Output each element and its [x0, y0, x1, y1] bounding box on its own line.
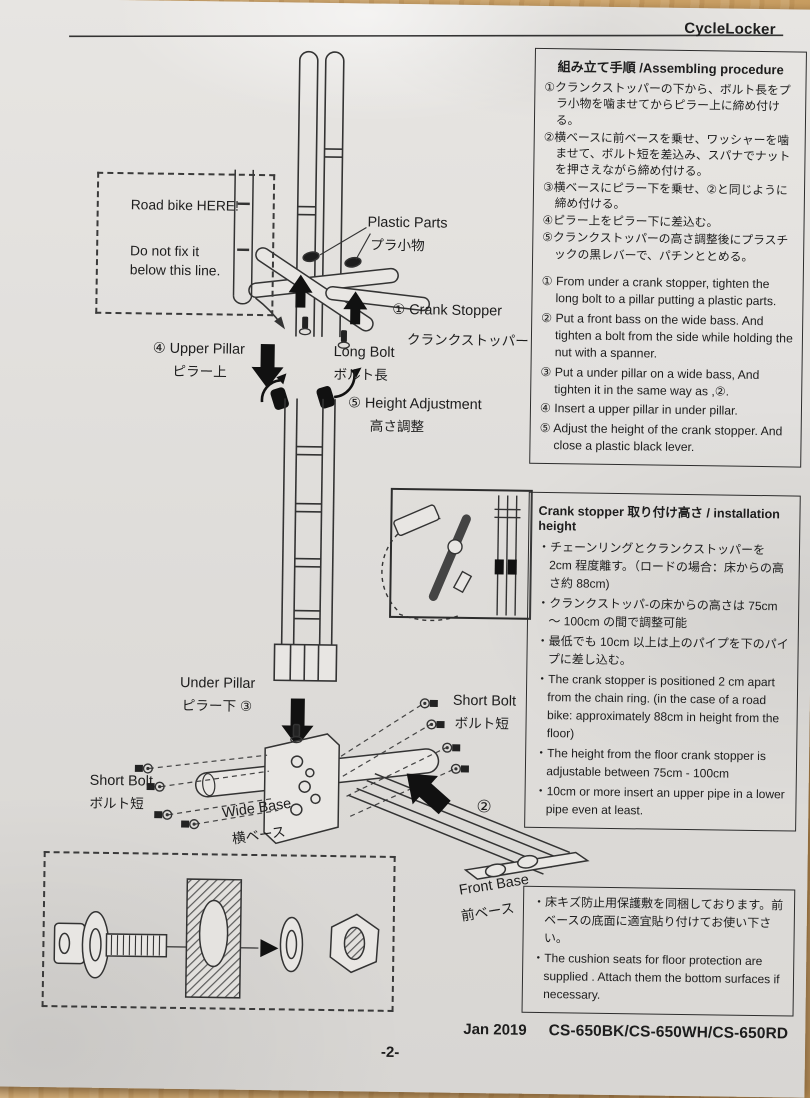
long-bolt-icon [299, 317, 310, 335]
short-bolt-right-label-ja: ボルト短 [454, 712, 509, 733]
cushion-en: ・The cushion seats for floor protection … [532, 949, 785, 1007]
step-en-1: ① From under a crank stopper, tighten th… [541, 273, 793, 311]
assembling-procedure-box: 組み立て手順 /Assembling procedure ①クランクストッパーの… [529, 48, 807, 468]
short-bolt-right-label: Short Bolt [453, 693, 516, 710]
height-en-3: ・10cm or more insert an upper pipe in a … [534, 782, 786, 822]
height-ja-3: ・最低でも 10cm 以上は上のパイプを下のパイプに差し込む。 [536, 632, 788, 672]
installation-height-box: Crank stopper 取り付け高さ / installation heig… [524, 492, 801, 832]
long-bolt-label: Long Bolt [334, 344, 395, 361]
footer-model-numbers: CS-650BK/CS-650WH/CS-650RD [549, 1022, 789, 1043]
cushion-ja: ・床キズ防止用保護敷を同梱しております。前ベースの底面に適宜貼り付けてお使い下さ… [532, 893, 785, 951]
step-en-3: ③ Put a under pillar on a wide bass, And… [540, 364, 792, 402]
height-ja-1: ・チェーンリングとクランクストッパーを 2cm 程度離す。（ロードの場合：床から… [537, 538, 790, 596]
road-bike-here-label: Road bike HERE! [131, 196, 239, 216]
under-pillar-label-ja: ピラー下 ③ [182, 694, 253, 715]
plastic-parts-label-ja: プラ小物 [370, 234, 425, 255]
assembling-title: 組み立て手順 /Assembling procedure [545, 56, 797, 79]
road-bike-note-box: Road bike HERE! Do not fix it below this… [95, 172, 275, 316]
footer-date: Jan 2019 [463, 1021, 527, 1039]
cushion-note-box: ・床キズ防止用保護敷を同梱しております。前ベースの底面に適宜貼り付けてお使い下さ… [522, 886, 796, 1017]
long-bolt-label-ja: ボルト長 [333, 363, 388, 384]
height-adjustment-label-ja: 高さ調整 [370, 415, 425, 436]
step-en-5: ⑤ Adjust the height of the crank stopper… [539, 419, 791, 457]
crank-stopper-label-ja: クランクストッパー [407, 328, 529, 350]
under-pillar-label: Under Pillar [180, 675, 255, 692]
step-ja-5: ⑤クランクストッパーの高さ調整後にプラスチックの黒レバーで、パチンととめる。 [542, 229, 794, 265]
short-bolt-left-label: Short Bolt [90, 773, 153, 790]
header-rule [69, 25, 783, 46]
height-en-2: ・The height from the floor crank stopper… [535, 744, 787, 784]
brand-logo: CycleLocker [684, 20, 776, 38]
front-base-step-number: ② [476, 797, 492, 817]
upper-pillar-label-ja: ピラー上 [172, 360, 227, 381]
page-number: -2- [381, 1044, 400, 1061]
under-pillar-drawing [274, 398, 340, 681]
crank-stopper-label: ① Crank Stopper [392, 302, 502, 320]
do-not-fix-label: Do not fix it below this line. [130, 242, 231, 281]
installation-height-title: Crank stopper 取り付け高さ / installation heig… [538, 500, 790, 537]
step-en-4: ④ Insert a upper pillar in under pillar. [540, 400, 792, 421]
step-ja-1: ①クランクストッパーの下から、ボルト長をプラ小物を噛ませてからピラー上に締め付け… [544, 79, 797, 131]
upper-pillar-label: ④ Upper Pillar [153, 341, 245, 358]
crank-illustration-frame [389, 488, 533, 620]
bolt-assembly-box [42, 851, 396, 1012]
height-adjustment-label: ⑤ Height Adjustment [348, 395, 482, 413]
step-ja-2: ②横ベースに前ベースを乗せ、ワッシャーを噛ませて、ボルト短を差込み、スパナでナッ… [543, 129, 796, 181]
height-ja-2: ・クランクストッパ-の床からの高さは 75cm ～ 100cm の間で調整可能 [537, 594, 789, 634]
step-ja-3: ③横ベースにピラー下を乗せ、②と同じように締め付ける。 [543, 179, 795, 215]
step-en-2: ② Put a front bass on the wide bass. And… [541, 310, 794, 365]
short-bolt-left-label-ja: ボルト短 [89, 792, 144, 813]
height-en-1: ・The crank stopper is positioned 2 cm ap… [535, 670, 788, 746]
plastic-parts-label: Plastic Parts [367, 215, 447, 232]
